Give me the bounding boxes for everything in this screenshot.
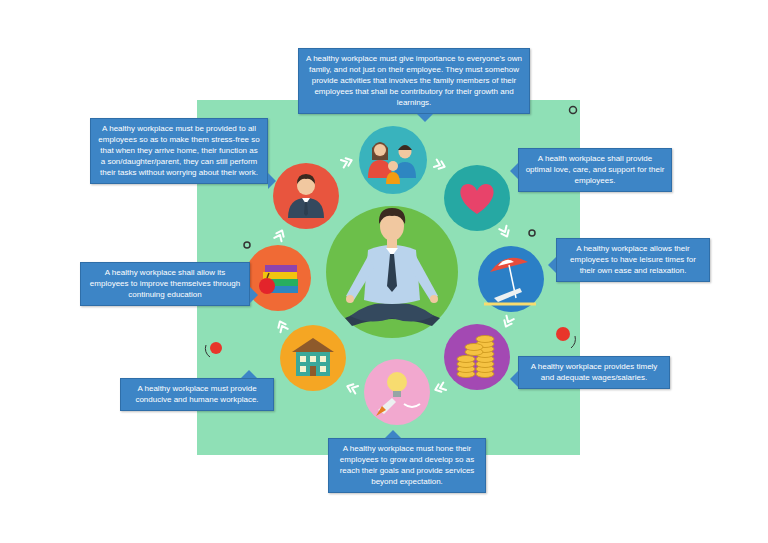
callout-pointer xyxy=(241,370,257,378)
callout-text: A healthy workplace must give importance… xyxy=(305,53,523,108)
heart-icon xyxy=(444,165,510,231)
idea-icon xyxy=(364,359,430,425)
deco-arc xyxy=(205,345,210,357)
callout-text: A healthy workplace must hone their empl… xyxy=(335,443,479,487)
beach-icon xyxy=(478,246,544,312)
callout-box: A healthy workplace shall allow its empl… xyxy=(80,262,250,306)
callout-pointer xyxy=(417,114,433,122)
coins-icon xyxy=(444,324,510,390)
family-icon xyxy=(359,126,427,194)
person-icon xyxy=(273,163,339,229)
callout-box: A healthy workplace must be provided to … xyxy=(90,118,268,184)
callout-text: A healthy workplace must be provided to … xyxy=(97,123,261,178)
deco-ring xyxy=(529,230,535,236)
flow-chevron xyxy=(274,229,285,241)
callout-pointer xyxy=(510,163,518,179)
flow-chevron xyxy=(499,226,510,238)
callout-box: A healthy workplace must give importance… xyxy=(298,48,530,114)
callout-text: A healthy workplace must provide conduci… xyxy=(127,383,267,405)
deco-ring xyxy=(244,242,250,248)
callout-pointer xyxy=(250,287,258,303)
flow-chevron xyxy=(434,160,446,171)
callout-text: A healthy workplace provides timely and … xyxy=(525,361,663,383)
callout-box: A healthy workplace allows their employe… xyxy=(556,238,710,282)
house-icon xyxy=(280,325,346,391)
callout-box: A healthy workplace provides timely and … xyxy=(518,356,670,389)
callout-pointer xyxy=(385,430,401,438)
flow-chevron xyxy=(346,383,358,394)
flow-chevron xyxy=(502,316,513,328)
callout-pointer xyxy=(548,257,556,273)
callout-box: A healthy workplace must hone their empl… xyxy=(328,438,486,493)
center-figure xyxy=(326,206,458,338)
callout-box: A health workplace shall provide optimal… xyxy=(518,148,672,192)
deco-arc xyxy=(571,336,575,348)
callout-text: A health workplace shall provide optimal… xyxy=(525,153,665,186)
flow-chevron xyxy=(341,157,353,168)
books-icon xyxy=(245,245,311,311)
callout-pointer xyxy=(510,371,518,387)
flow-chevron xyxy=(434,383,446,394)
deco-dot xyxy=(556,327,570,341)
flow-chevron xyxy=(276,320,287,332)
callout-text: A healthy workplace allows their employe… xyxy=(563,243,703,276)
callout-box: A healthy workplace must provide conduci… xyxy=(120,378,274,411)
callout-text: A healthy workplace shall allow its empl… xyxy=(87,267,243,300)
deco-dot xyxy=(210,342,222,354)
deco-ring xyxy=(570,107,577,114)
callout-pointer xyxy=(268,173,276,189)
